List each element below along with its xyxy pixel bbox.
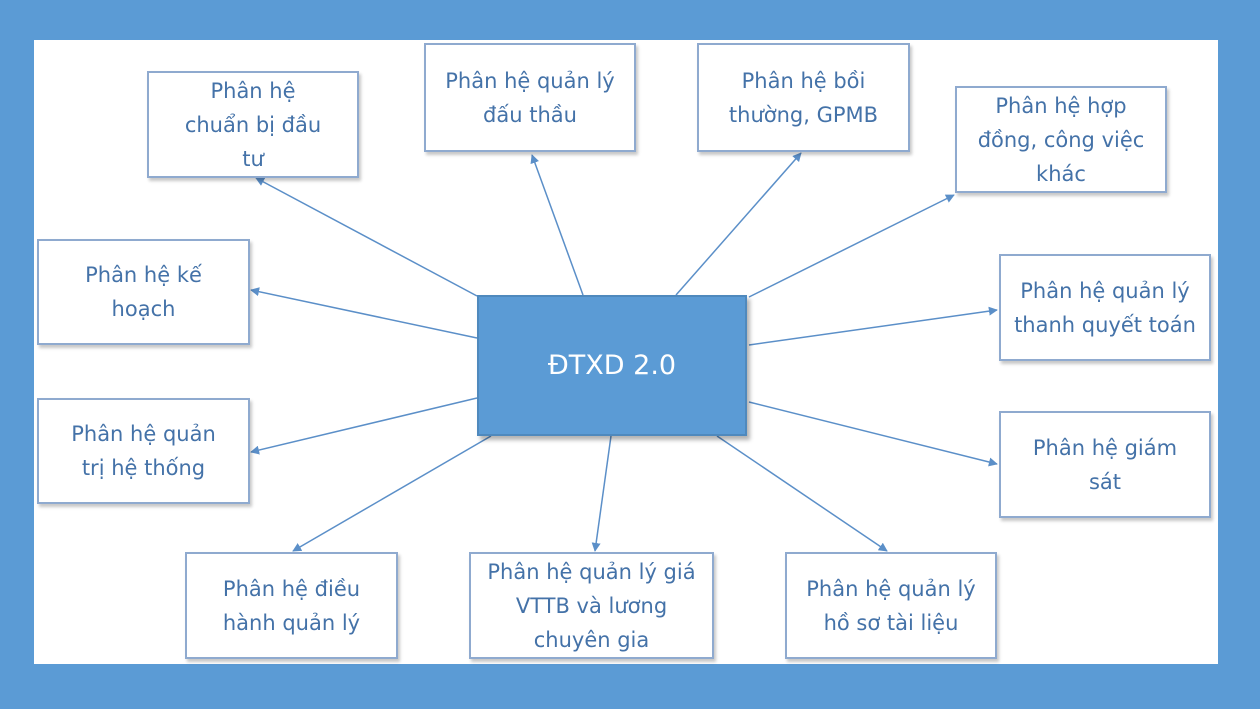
module-label: Phân hệ bồi thường, GPMB xyxy=(728,68,879,127)
arrow-to-quan-ly-dau-thau xyxy=(530,154,584,296)
module-quan-ly-thanh-quyet-toan: Phân hệ quản lý thanh quyết toán xyxy=(999,254,1211,361)
module-label: Phân hệ quản trị hệ thống xyxy=(71,422,216,480)
center-node: ĐTXD 2.0 xyxy=(477,295,747,436)
arrow-to-ke-hoach xyxy=(250,287,478,339)
module-quan-ly-ho-so: Phân hệ quản lý hồ sơ tài liệu xyxy=(785,552,997,659)
module-giam-sat: Phân hệ giám sát xyxy=(999,411,1211,518)
module-label: Phân hệ quản lý đấu thầu xyxy=(445,68,615,127)
module-label: Phân hệ quản lý thanh quyết toán xyxy=(1014,278,1196,337)
module-label: Phân hệ kế hoạch xyxy=(85,263,202,321)
module-label: Phân hệ điều hành quản lý xyxy=(222,576,361,635)
center-node-label: ĐTXD 2.0 xyxy=(547,350,677,381)
module-label: Phân hệ quản lý hồ sơ tài liệu xyxy=(806,576,976,635)
module-quan-ly-dau-thau: Phân hệ quản lý đấu thầu xyxy=(424,43,636,152)
module-ke-hoach: Phân hệ kế hoạch xyxy=(37,239,250,345)
module-dieu-hanh-quan-ly: Phân hệ điều hành quản lý xyxy=(185,552,398,659)
module-label: Phân hệ quản lý giá VTTB và lương chuyên… xyxy=(487,559,696,652)
arrow-to-hop-dong xyxy=(748,194,955,298)
module-quan-ly-gia-vttb: Phân hệ quản lý giá VTTB và lương chuyên… xyxy=(469,552,714,659)
module-boi-thuong-gpmb: Phân hệ bồi thường, GPMB xyxy=(697,43,910,152)
arrow-to-quan-ly-ho-so xyxy=(716,435,888,552)
arrow-to-chuan-bi-dau-tu xyxy=(255,177,478,297)
arrow-to-quan-ly-thanh-quyet-toan xyxy=(748,306,998,346)
module-quan-tri-he-thong: Phân hệ quản trị hệ thống xyxy=(37,398,250,504)
module-label: Phân hệ hợp đồng, công việc khác xyxy=(977,93,1145,186)
arrow-to-giam-sat xyxy=(748,401,998,467)
arrow-to-dieu-hanh-quan-ly xyxy=(292,435,492,552)
module-chuan-bi-dau-tu: Phân hệ chuẩn bị đầu tư xyxy=(147,71,359,178)
module-hop-dong: Phân hệ hợp đồng, công việc khác xyxy=(955,86,1167,193)
module-label: Phân hệ giám sát xyxy=(1032,435,1178,494)
arrow-to-quan-ly-gia-vttb xyxy=(591,435,612,552)
arrow-to-boi-thuong-gpmb xyxy=(675,152,802,296)
arrow-to-quan-tri-he-thong xyxy=(250,397,478,455)
module-label: Phân hệ chuẩn bị đầu tư xyxy=(184,78,322,171)
